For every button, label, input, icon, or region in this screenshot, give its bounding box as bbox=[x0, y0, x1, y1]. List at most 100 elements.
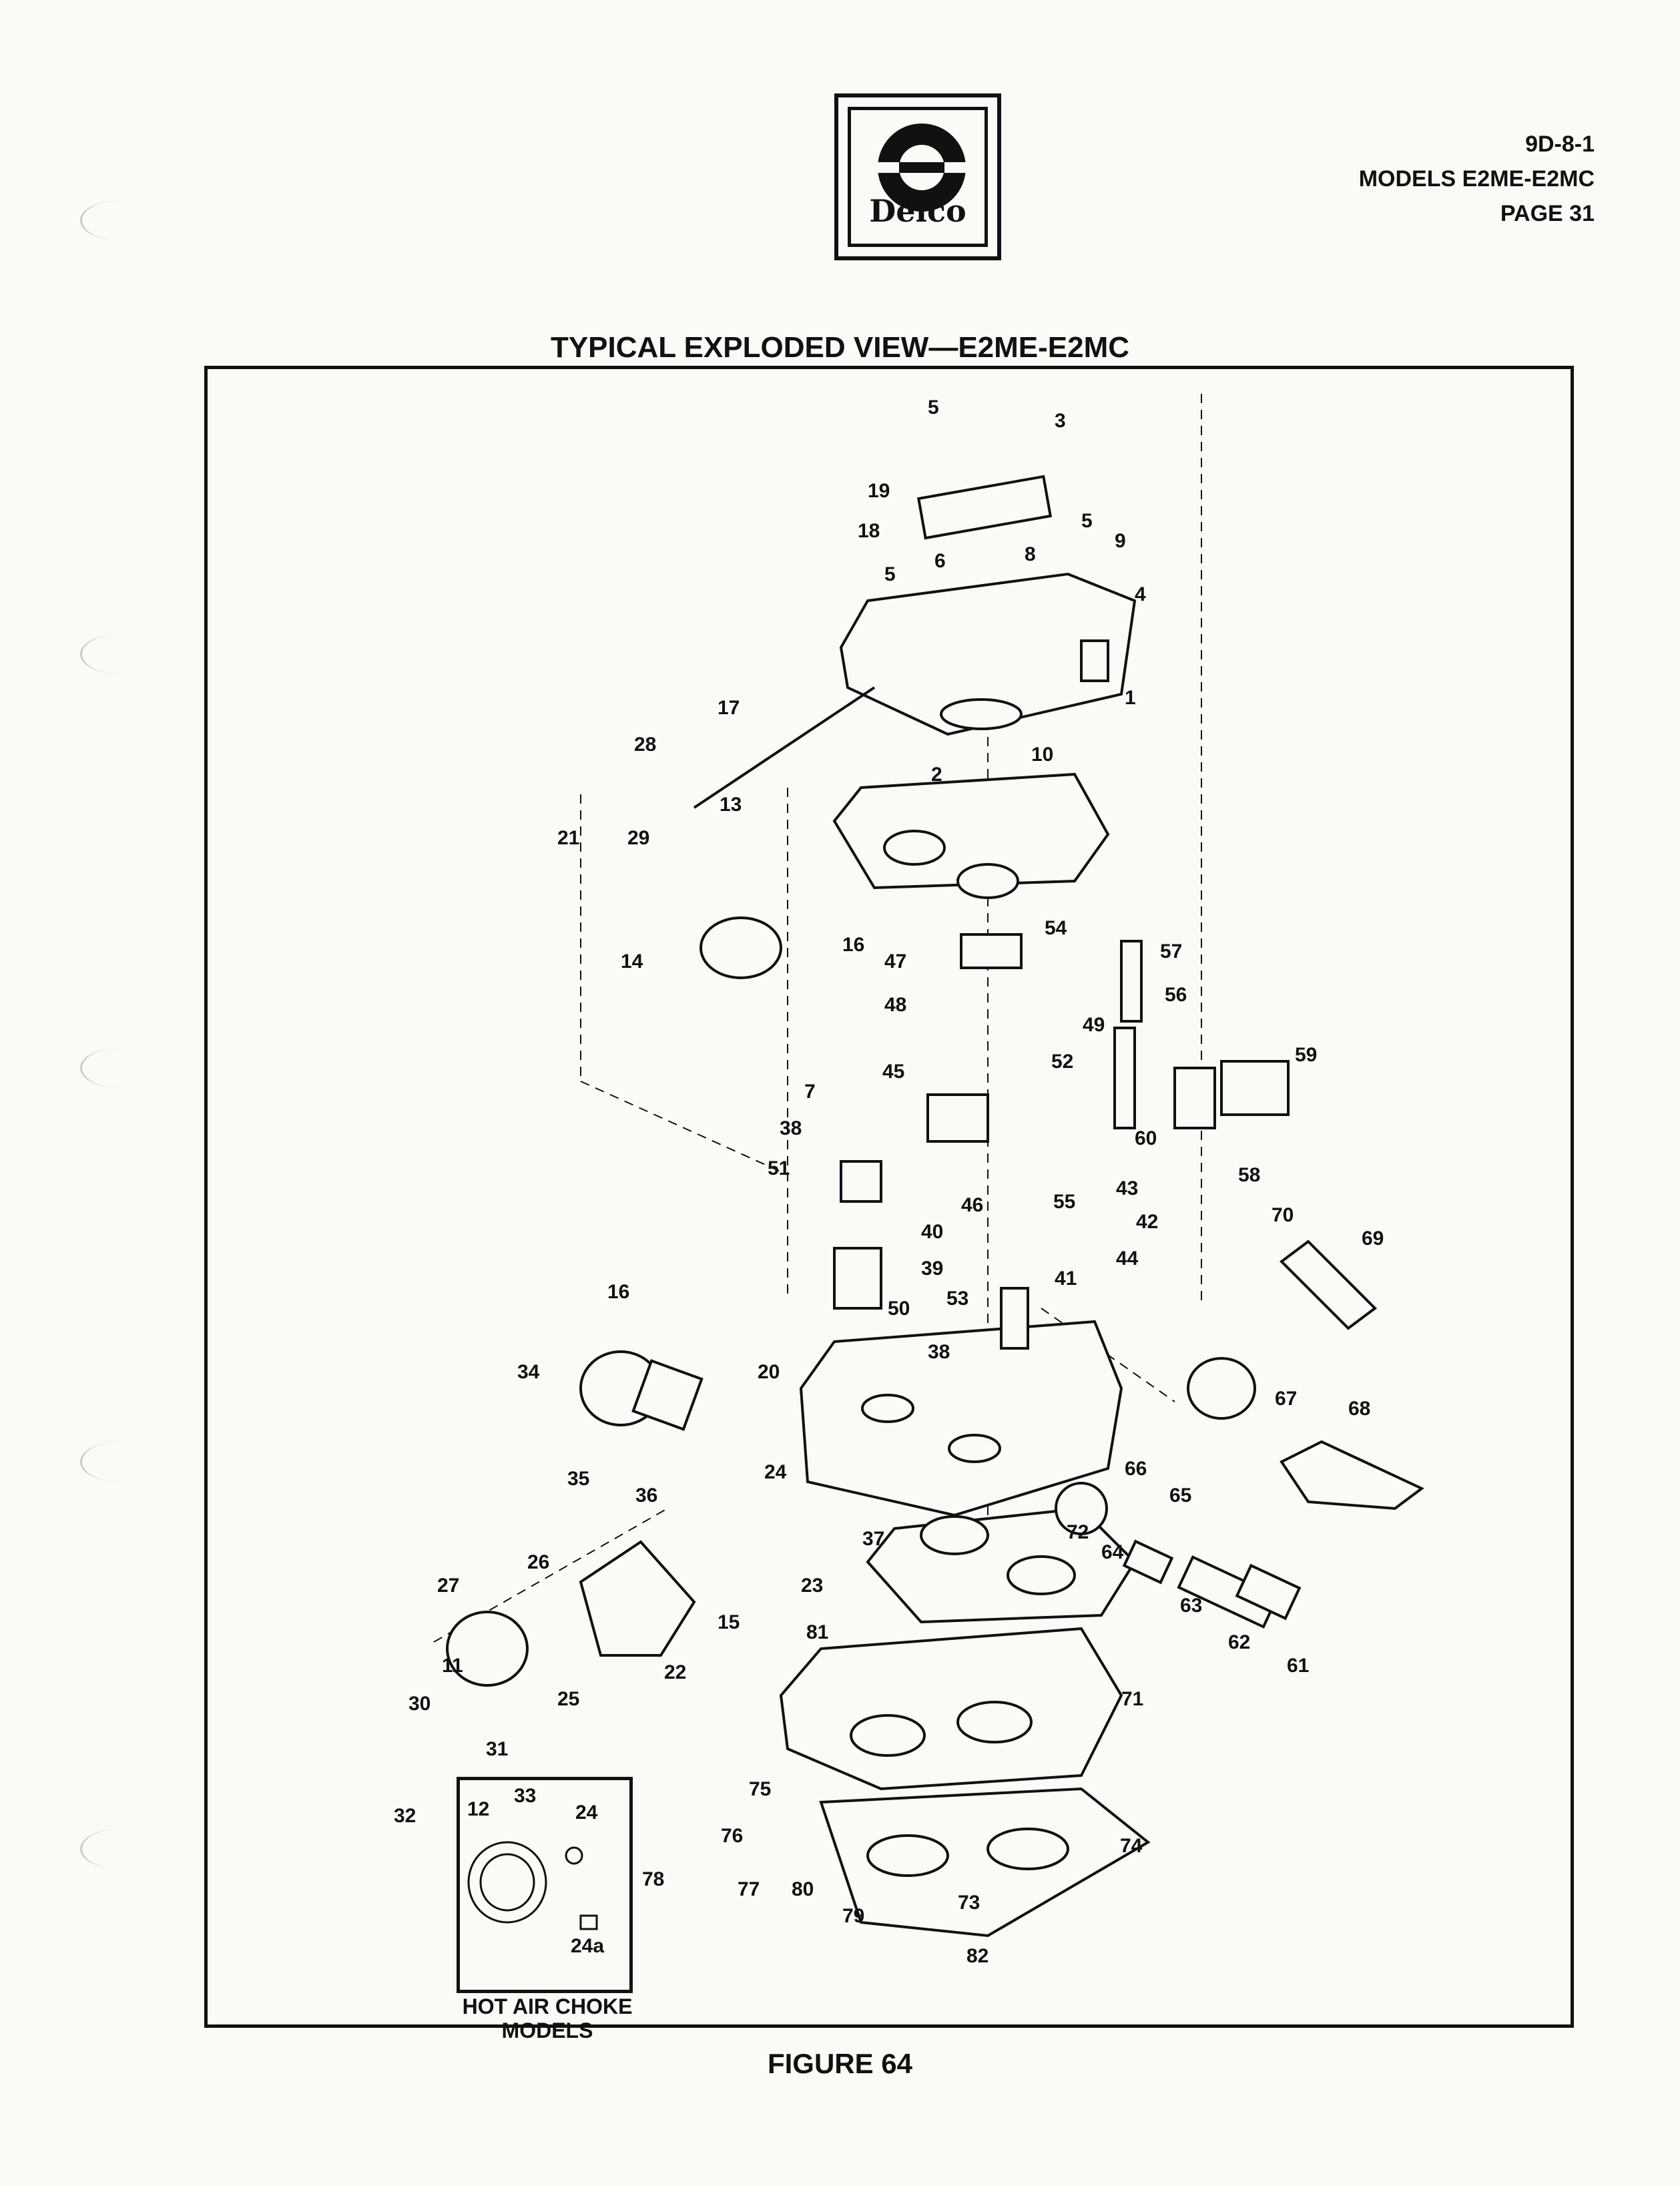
figure-caption: FIGURE 64 bbox=[767, 2048, 913, 2079]
callout-11: 11 bbox=[442, 1655, 463, 1677]
callout-5: 5 bbox=[884, 563, 896, 585]
throttle-body-assembly bbox=[779, 1627, 1151, 1938]
callout-45: 45 bbox=[882, 1061, 904, 1083]
callout-47: 47 bbox=[884, 950, 906, 973]
callout-57: 57 bbox=[1160, 940, 1182, 963]
binder-hole-mark bbox=[80, 200, 162, 240]
callout-69: 69 bbox=[1362, 1227, 1384, 1250]
callout-76: 76 bbox=[721, 1825, 743, 1847]
callout-79: 79 bbox=[842, 1905, 864, 1927]
callout-10: 10 bbox=[1031, 744, 1053, 766]
callout-40: 40 bbox=[921, 1221, 943, 1243]
callout-78: 78 bbox=[642, 1868, 664, 1890]
callout-3: 3 bbox=[1055, 410, 1066, 432]
binder-hole-mark bbox=[80, 634, 162, 674]
callout-32: 32 bbox=[394, 1805, 416, 1827]
callout-29: 29 bbox=[627, 827, 649, 849]
callout-37: 37 bbox=[862, 1528, 884, 1550]
part-callouts: 5 3 19 18 5 9 5 6 8 4 1 17 28 10 2 13 21… bbox=[394, 396, 1384, 1967]
gaskets bbox=[832, 772, 1137, 1624]
callout-18: 18 bbox=[858, 520, 880, 542]
callout-24: 24 bbox=[764, 1461, 787, 1483]
callout-20: 20 bbox=[758, 1361, 780, 1383]
callout-21: 21 bbox=[557, 827, 579, 849]
callout-74: 74 bbox=[1120, 1835, 1143, 1857]
callout-75: 75 bbox=[749, 1778, 771, 1800]
callout-8: 8 bbox=[1025, 543, 1036, 565]
callout-5: 5 bbox=[1081, 510, 1093, 532]
callout-65: 65 bbox=[1169, 1484, 1191, 1507]
callout-77: 77 bbox=[738, 1878, 760, 1900]
callout-33: 33 bbox=[514, 1785, 536, 1807]
callout-49: 49 bbox=[1083, 1014, 1105, 1036]
callout-24a: 24a bbox=[571, 1935, 604, 1957]
callout-30: 30 bbox=[408, 1693, 431, 1715]
delco-emblem-icon bbox=[875, 123, 968, 212]
callout-14: 14 bbox=[621, 950, 643, 973]
callout-2: 2 bbox=[931, 764, 942, 786]
callout-70: 70 bbox=[1272, 1204, 1294, 1226]
callout-59: 59 bbox=[1295, 1044, 1317, 1066]
callout-50: 50 bbox=[888, 1298, 910, 1320]
air-horn-assembly bbox=[693, 475, 1137, 809]
callout-9: 9 bbox=[1115, 530, 1126, 552]
callout-38: 38 bbox=[928, 1341, 950, 1363]
callout-1: 1 bbox=[1125, 687, 1136, 709]
callout-68: 68 bbox=[1348, 1398, 1370, 1420]
callout-17: 17 bbox=[718, 697, 740, 719]
callout-38: 38 bbox=[780, 1117, 802, 1139]
page-number: PAGE 31 bbox=[1500, 201, 1595, 226]
inset-caption: HOT AIR CHOKE MODELS bbox=[414, 1994, 681, 2042]
callout-53: 53 bbox=[946, 1288, 968, 1310]
inset-caption-line2: MODELS bbox=[501, 2018, 593, 2042]
diagram-frame bbox=[204, 366, 1574, 2028]
inset-callouts: 12 33 24 24a bbox=[467, 1785, 604, 1957]
callout-55: 55 bbox=[1053, 1191, 1075, 1213]
callout-62: 62 bbox=[1228, 1631, 1250, 1653]
callout-72: 72 bbox=[1067, 1521, 1089, 1543]
callout-19: 19 bbox=[868, 480, 890, 502]
binder-hole-mark bbox=[80, 1048, 162, 1088]
inset-caption-line1: HOT AIR CHOKE bbox=[462, 1994, 633, 2018]
callout-44: 44 bbox=[1116, 1248, 1139, 1270]
callout-54: 54 bbox=[1045, 917, 1067, 939]
callout-60: 60 bbox=[1135, 1127, 1157, 1149]
section-number: 9D-8-1 bbox=[1525, 131, 1595, 157]
models-line: MODELS E2ME-E2MC bbox=[1358, 166, 1595, 192]
callout-39: 39 bbox=[921, 1258, 943, 1280]
callout-73: 73 bbox=[958, 1892, 980, 1914]
float-bowl-assembly bbox=[799, 1287, 1123, 1535]
callout-24: 24 bbox=[575, 1802, 598, 1824]
callout-64: 64 bbox=[1101, 1541, 1124, 1563]
binder-hole-mark bbox=[80, 1442, 162, 1482]
choke-and-linkage-parts bbox=[446, 916, 1424, 1687]
callout-16: 16 bbox=[607, 1281, 629, 1303]
callout-48: 48 bbox=[884, 994, 906, 1016]
callout-58: 58 bbox=[1238, 1164, 1260, 1186]
callout-82: 82 bbox=[966, 1945, 989, 1967]
callout-26: 26 bbox=[527, 1551, 549, 1573]
inset-hot-air-choke bbox=[467, 1841, 598, 1930]
callout-71: 71 bbox=[1121, 1688, 1143, 1710]
page-reference: 9D-8-1 MODELS E2ME-E2MC PAGE 31 bbox=[1359, 127, 1595, 231]
delco-logo: Delco bbox=[834, 93, 1001, 260]
callout-16: 16 bbox=[842, 934, 864, 956]
callout-28: 28 bbox=[634, 734, 656, 756]
callout-13: 13 bbox=[720, 794, 742, 816]
callout-27: 27 bbox=[437, 1575, 459, 1597]
callout-31: 31 bbox=[486, 1738, 508, 1760]
callout-15: 15 bbox=[718, 1611, 740, 1633]
callout-12: 12 bbox=[467, 1798, 489, 1820]
callout-35: 35 bbox=[567, 1468, 589, 1490]
callout-34: 34 bbox=[517, 1361, 540, 1383]
callout-4: 4 bbox=[1135, 583, 1146, 605]
logo-wordmark: Delco bbox=[869, 193, 966, 229]
callout-23: 23 bbox=[801, 1575, 823, 1597]
callout-52: 52 bbox=[1051, 1051, 1073, 1073]
callout-46: 46 bbox=[961, 1194, 983, 1216]
callout-25: 25 bbox=[557, 1688, 579, 1710]
figure-title: TYPICAL EXPLODED VIEW—E2ME-E2MC bbox=[550, 331, 1130, 364]
callout-56: 56 bbox=[1165, 984, 1187, 1006]
callout-7: 7 bbox=[804, 1081, 816, 1103]
